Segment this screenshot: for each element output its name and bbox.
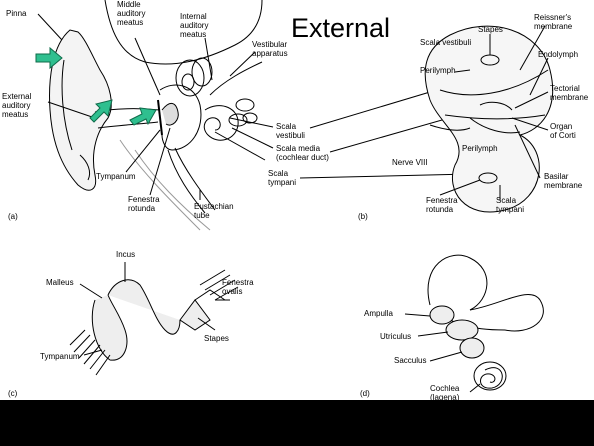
label-sacculus: Sacculus: [394, 356, 426, 365]
leader-scala-tympani: [215, 132, 265, 160]
label-middle-auditory-meatus: Middle auditory meatus: [117, 0, 145, 27]
ampulla-bulb: [430, 306, 454, 324]
panel-letter-b: (b): [358, 212, 368, 221]
panel-letter-a: (a): [8, 212, 18, 221]
label-endolymph: Endolymph: [538, 50, 578, 59]
auditory-nerve: [210, 62, 262, 95]
label-organ-of-corti: Organ of Corti: [550, 122, 576, 140]
label-scala-tympani-a: Scala tympani: [268, 169, 296, 187]
label-external-auditory-meatus: External auditory meatus: [2, 92, 31, 119]
panel-d-drawing: [405, 255, 543, 392]
leader-tympanum-c: [84, 350, 102, 355]
panel-letter-c: (c): [8, 389, 17, 398]
label-nerve-viii: Nerve VIII: [392, 158, 428, 167]
label-scala-vestibuli-a: Scala vestibuli: [276, 122, 305, 140]
label-tympanum-c: Tympanum: [40, 352, 80, 361]
panel-letter-d: (d): [360, 389, 370, 398]
utriculus-sac: [446, 320, 478, 340]
canal-superior: [428, 255, 487, 310]
footer-bar: [0, 400, 594, 446]
semicircular-canal-1: [176, 60, 204, 96]
leader-utriculus: [418, 332, 448, 336]
leader-cochlea: [470, 384, 480, 392]
leader-pinna: [38, 14, 62, 40]
label-tectorial-membrane: Tectorial membrane: [550, 84, 588, 102]
label-perilymph-bottom: Perilymph: [462, 144, 498, 153]
label-utriculus: Utriculus: [380, 332, 411, 341]
ossicles: [162, 103, 178, 125]
label-fenestra-rotunda-a: Fenestra rotunda: [128, 195, 160, 213]
malleus-shape: [92, 295, 127, 360]
label-scala-tympani-b: Scala tympani: [496, 196, 524, 214]
label-internal-auditory-meatus: Internal auditory meatus: [180, 12, 208, 39]
label-perilymph-top: Perilymph: [420, 66, 456, 75]
leader-ampulla: [405, 314, 430, 316]
label-scala-vestibuli-b: Scala vestibuli: [420, 38, 471, 47]
panel-b-drawing: [425, 26, 552, 212]
panel-a-drawing: [38, 0, 470, 230]
label-reissners-membrane: Reissner's membrane: [534, 13, 572, 31]
label-eustachian-tube: Eustachian tube: [194, 202, 234, 220]
ear-anatomy-figure: Pinna Middle auditory meatus Internal au…: [0, 0, 594, 400]
label-vestibular-apparatus: Vestibular apparatus: [252, 40, 288, 58]
stapes-shape: [180, 300, 210, 330]
label-ampulla: Ampulla: [364, 309, 393, 318]
panel-c-drawing: [70, 262, 238, 375]
label-stapes-c: Stapes: [204, 334, 229, 343]
label-pinna: Pinna: [6, 9, 26, 18]
cochlea-coil: [481, 368, 503, 389]
label-tympanum-a: Tympanum: [96, 172, 136, 181]
cochlea-cross-1: [236, 99, 254, 111]
leader-sacculus: [430, 352, 462, 361]
label-incus: Incus: [116, 250, 135, 259]
leader-middle-meatus: [135, 38, 160, 95]
tympanic-membrane: [158, 100, 162, 135]
cochlea-outline: [474, 362, 506, 390]
leader-tympanum: [126, 130, 160, 172]
sacculus-sac: [460, 338, 484, 358]
label-fenestra-rotunda-b: Fenestra rotunda: [426, 196, 458, 214]
leader-malleus: [80, 284, 102, 298]
label-fenestra-ovalis: Fenestra ovalis: [222, 278, 254, 296]
label-basilar-membrane: Basilar membrane: [544, 172, 582, 190]
label-scala-media: Scala media (cochlear duct): [276, 144, 329, 162]
label-stapes-b: Stapes: [478, 25, 503, 34]
link-scala-tympani: [300, 174, 470, 178]
overlay-title: External: [291, 13, 390, 43]
label-malleus: Malleus: [46, 278, 74, 287]
